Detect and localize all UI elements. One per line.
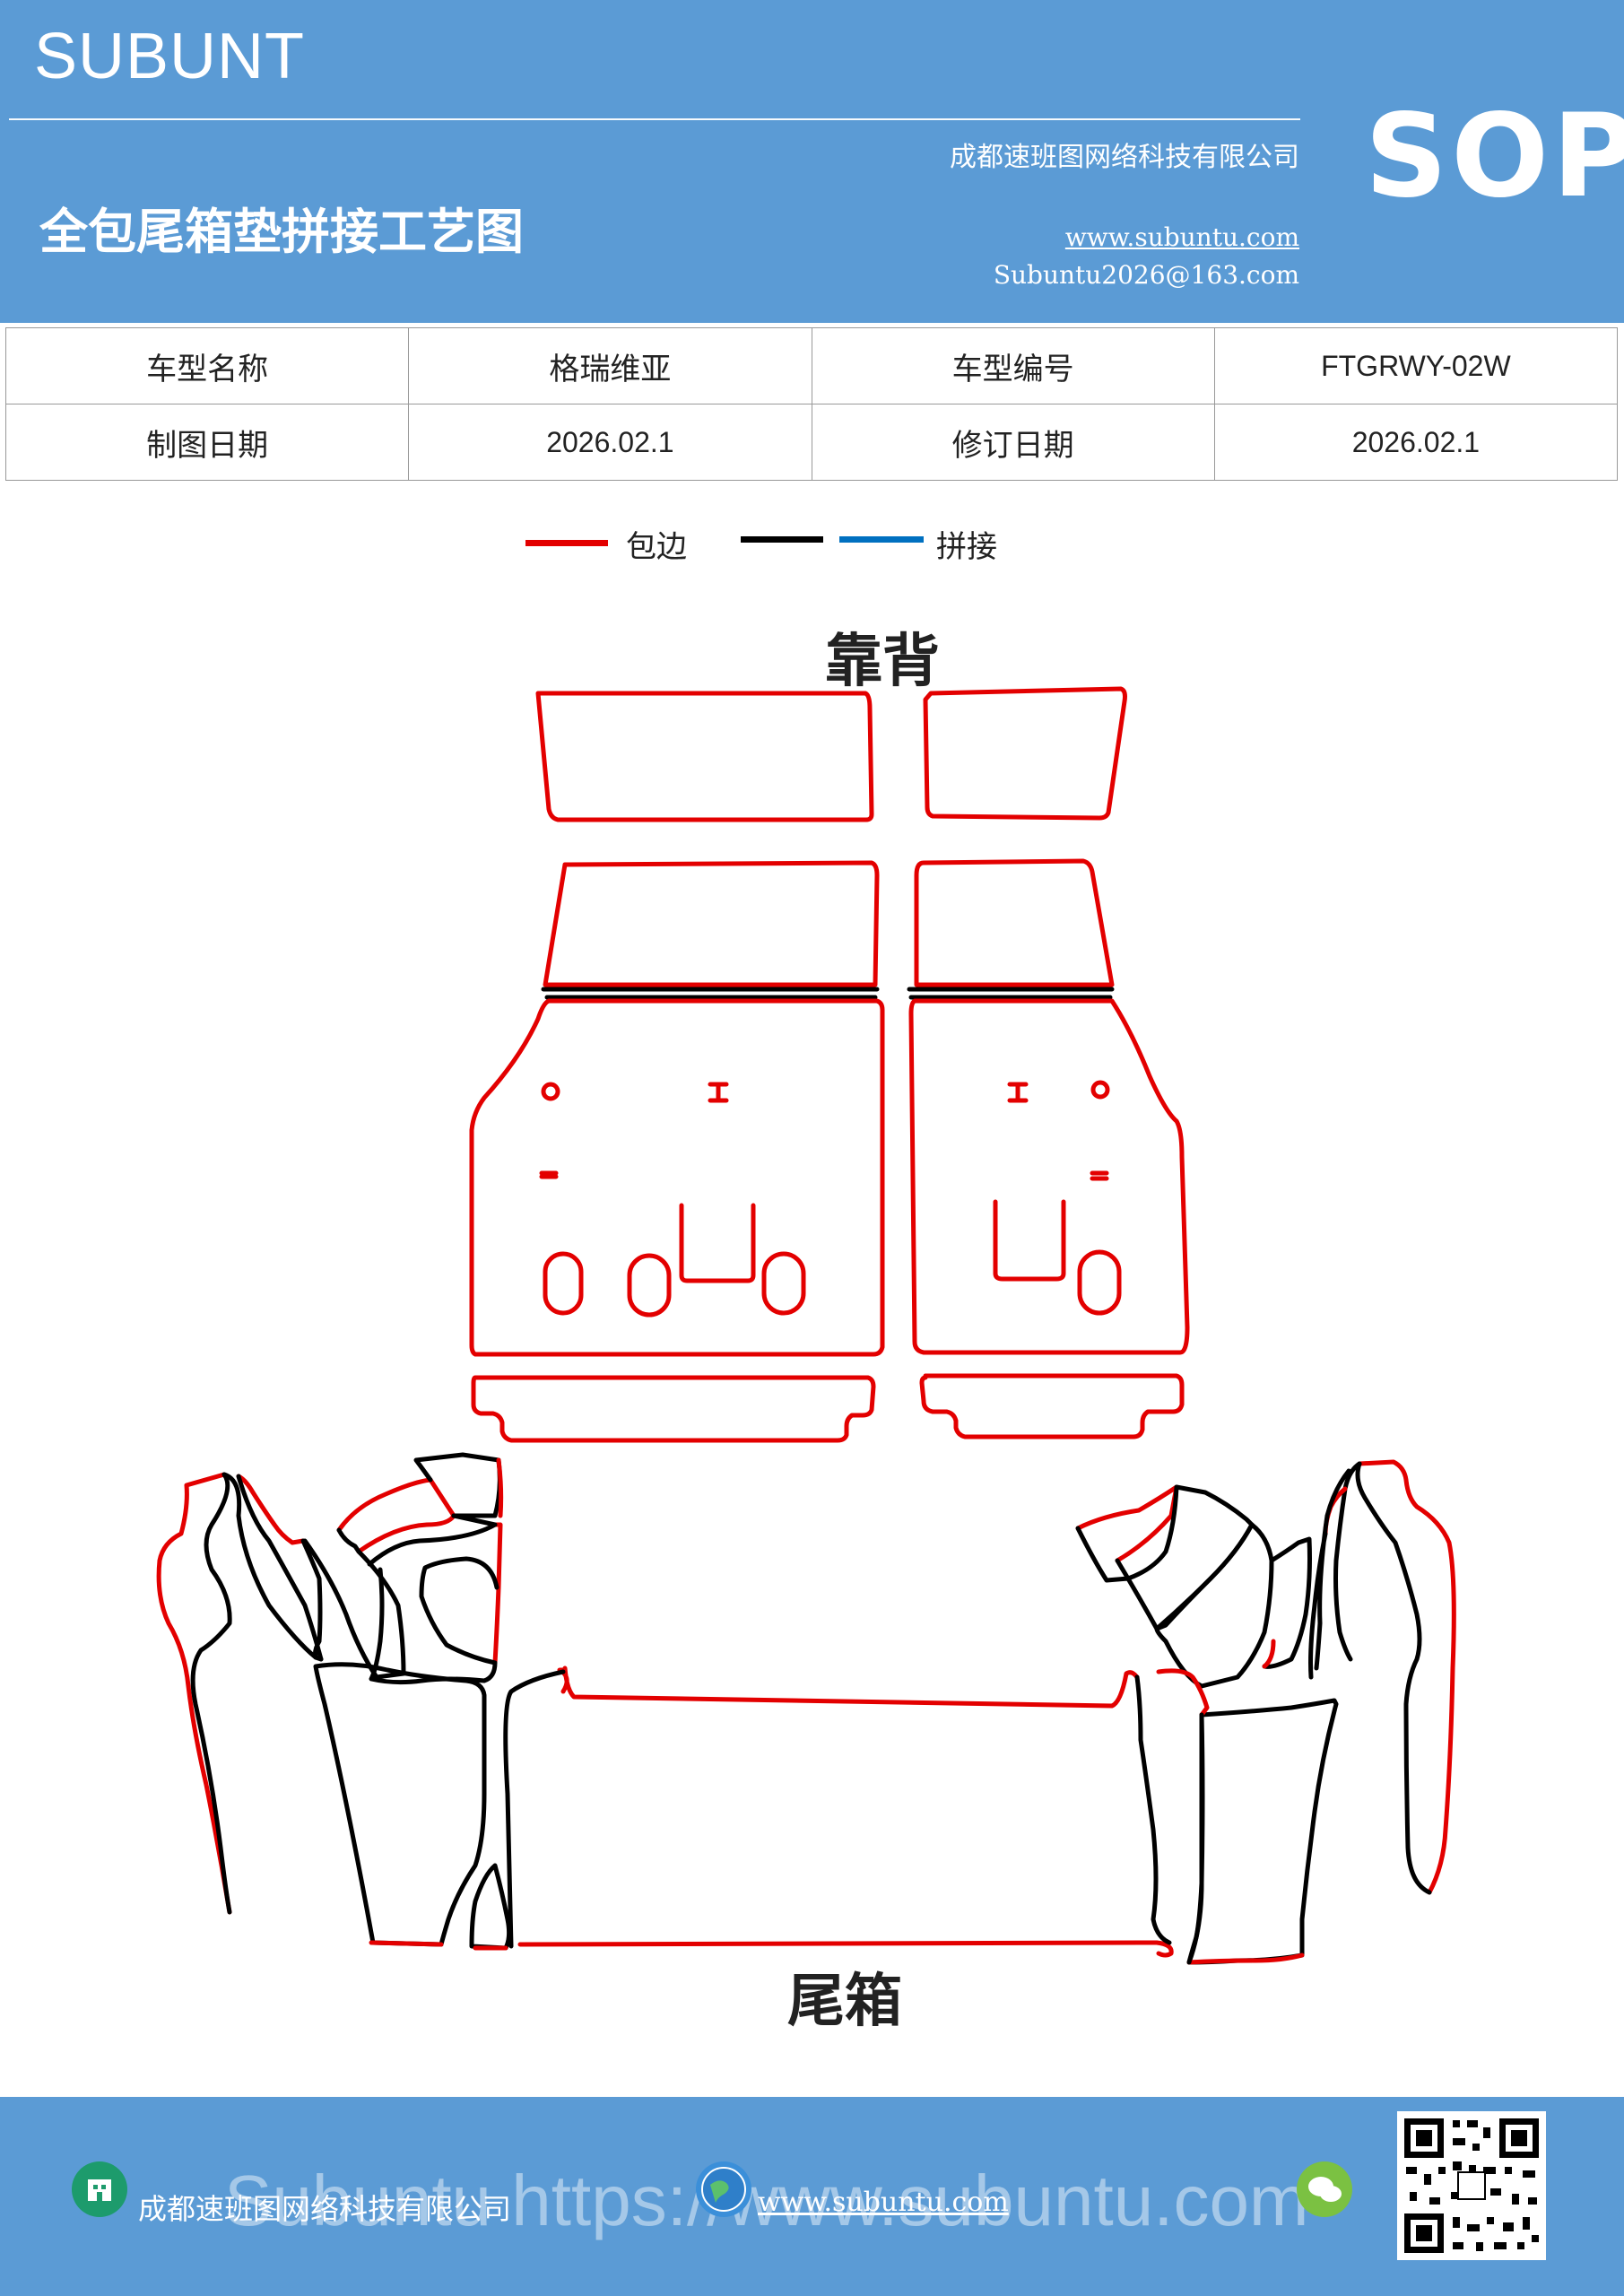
- header-banner: SUBUNT 全包尾箱垫拼接工艺图 成都速班图网络科技有限公司 www.subu…: [0, 0, 1624, 323]
- right-side-outer-edge: [1357, 1459, 1456, 1895]
- left-side-lower-bottom-edge: [369, 1940, 444, 1947]
- backrest-strip-left: [471, 1375, 876, 1443]
- backrest-mid-right-panel: [914, 858, 1115, 987]
- left-slot-1: [543, 1251, 584, 1316]
- left-side-small-wedge: [469, 1863, 512, 1951]
- left-side-piece-top-seam: [302, 1452, 502, 1680]
- right-slot: [1077, 1249, 1122, 1316]
- trunk-floor-seam-left: [503, 1669, 566, 1949]
- globe-icon: [696, 2161, 751, 2217]
- cell-model-code-value: FTGRWY-02W: [1213, 327, 1619, 404]
- legend-seam-line-blue: [839, 536, 924, 543]
- left-side-outer-edge: [156, 1472, 232, 1915]
- footer-banner: Subuntu https://www.subuntu.com 成都速班图网络科…: [0, 2097, 1624, 2296]
- legend-seam-label: 拼接: [936, 529, 997, 565]
- left-side-strip-edge: [236, 1474, 306, 1545]
- vehicle-info-table: 车型名称 格瑞维亚 车型编号 FTGRWY-02W 制图日期 2026.02.1…: [4, 327, 1619, 481]
- trunk-label: 尾箱: [787, 1969, 902, 2035]
- cell-model-name-label: 车型名称: [4, 327, 410, 404]
- left-hole-circle: [541, 1082, 560, 1101]
- footer-watermark: Subuntu https://www.subuntu.com: [224, 2161, 1309, 2240]
- right-side-piece-top: [1075, 1484, 1179, 1563]
- cell-draw-date-value: 2026.02.1: [408, 404, 812, 481]
- right-u-cutout: [993, 1199, 1066, 1282]
- left-slot-3: [761, 1251, 806, 1316]
- right-side-lower-bottom-edge: [1186, 1952, 1305, 1965]
- right-hole-i: [1007, 1082, 1029, 1103]
- backrest-strip-right: [919, 1373, 1185, 1439]
- table-row: 制图日期 2026.02.1 修订日期 2026.02.1: [4, 404, 1619, 481]
- document-title: 全包尾箱垫拼接工艺图: [39, 204, 524, 260]
- legend: 包边 拼接: [0, 520, 1624, 574]
- building-icon: [72, 2161, 127, 2217]
- trunk-floor-edge-bottom: [517, 1940, 1174, 1958]
- legend-edge-label: 包边: [626, 529, 687, 565]
- right-side-strip-2: [1333, 1461, 1362, 1662]
- backrest-top-left-panel: [535, 691, 874, 822]
- left-side-outer-seam: [190, 1472, 232, 1915]
- wechat-icon: [1297, 2161, 1352, 2217]
- cell-model-name-value: 格瑞维亚: [408, 327, 812, 404]
- right-hole-circle: [1090, 1080, 1110, 1100]
- table-row: 车型名称 格瑞维亚 车型编号 FTGRWY-02W: [4, 327, 1619, 404]
- footer-company-name: 成都速班图网络科技有限公司: [138, 2192, 512, 2226]
- cell-revise-date-label: 修订日期: [811, 404, 1215, 481]
- right-side-lower-piece: [1186, 1698, 1339, 1965]
- cell-draw-date-label: 制图日期: [4, 404, 410, 481]
- right-side-outer-seam: [1355, 1461, 1432, 1895]
- right-side-lower-left-seam: [1186, 1712, 1205, 1965]
- cell-model-code-label: 车型编号: [811, 327, 1215, 404]
- right-side-piece-mid-edge: [1262, 1639, 1276, 1669]
- backrest-top-right-panel: [923, 686, 1127, 821]
- left-slot-2: [627, 1253, 672, 1318]
- left-hole-small: [539, 1170, 559, 1179]
- backrest-label: 靠背: [825, 629, 940, 695]
- backrest-main-left-panel: [469, 998, 885, 1357]
- qr-code-icon: [1397, 2111, 1546, 2260]
- header-website-link[interactable]: www.subuntu.com: [1064, 222, 1299, 252]
- backrest-main-right-panel: [908, 998, 1190, 1355]
- left-side-strip-2: [221, 1472, 324, 1662]
- right-hole-small: [1090, 1170, 1109, 1181]
- right-side-piece-mid: [1154, 1522, 1312, 1689]
- left-u-cutout: [679, 1203, 756, 1283]
- right-side-strip-3: [1308, 1468, 1351, 1680]
- left-side-strip-3: [236, 1474, 324, 1662]
- left-side-lower-piece: [313, 1662, 487, 1947]
- brand-logo-text: SUBUNT: [34, 21, 306, 92]
- right-side-piece-top-seam: [1075, 1484, 1255, 1631]
- trunk-floor-seam-right: [1134, 1674, 1172, 1945]
- footer-website-link[interactable]: www.subuntu.com: [758, 2187, 1009, 2218]
- left-side-piece-mid: [367, 1513, 499, 1685]
- header-company-name: 成都速班图网络科技有限公司: [950, 142, 1299, 173]
- legend-edge-line: [525, 540, 608, 546]
- sop-badge: SOP: [1365, 90, 1624, 223]
- right-side-lower-left-edge: [1156, 1668, 1210, 1718]
- cell-revise-date-value: 2026.02.1: [1213, 404, 1619, 481]
- header-email[interactable]: Subuntu2026@163.com: [993, 260, 1299, 290]
- backrest-mid-left-panel: [543, 860, 880, 987]
- trunk-floor-edge-top: [557, 1665, 1140, 1709]
- left-hole-i: [708, 1082, 729, 1103]
- legend-seam-line-black: [741, 536, 823, 543]
- header-divider: [9, 118, 1300, 120]
